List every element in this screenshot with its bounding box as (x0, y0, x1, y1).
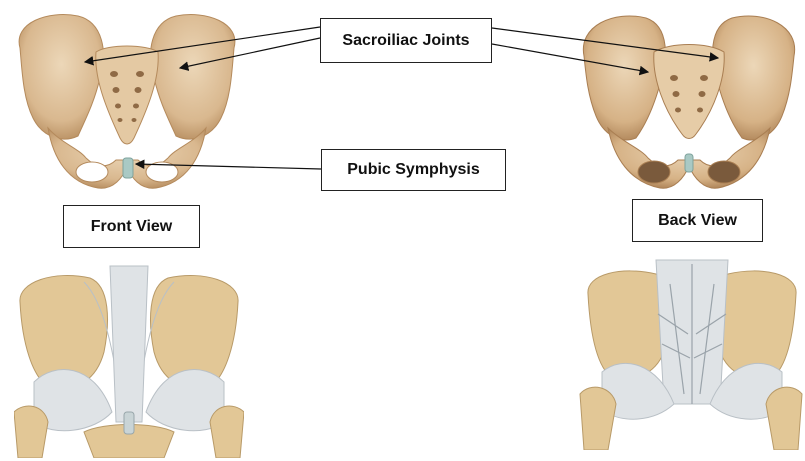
left-femur (580, 387, 616, 450)
sacroiliac-joints-label: Sacroiliac Joints (320, 18, 492, 63)
front-view-label: Front View (63, 205, 200, 248)
right-obturator-foramen (708, 161, 740, 183)
back-ligaments-illustration (578, 254, 804, 450)
pubic-symphysis-cartilage (124, 412, 134, 434)
spine-ligaments (110, 266, 148, 422)
right-ilium (713, 16, 795, 140)
back-pelvis-illustration (574, 6, 804, 198)
left-ilium (583, 16, 665, 140)
right-femur (210, 406, 244, 458)
left-obturator-foramen (76, 162, 108, 182)
left-femur (14, 406, 48, 458)
sacrum (96, 46, 158, 144)
right-ilium (150, 15, 234, 139)
pubic-symphysis-cartilage (123, 158, 133, 178)
right-obturator-foramen (146, 162, 178, 182)
front-pelvis-illustration (8, 8, 246, 200)
pubic-symphysis-label: Pubic Symphysis (321, 149, 506, 191)
left-ilium (19, 15, 103, 139)
front-ligaments-illustration (14, 262, 244, 458)
pubic-symphysis-cartilage (685, 154, 693, 172)
sacrum (654, 45, 724, 139)
right-femur (766, 387, 802, 450)
back-view-label: Back View (632, 199, 763, 242)
left-obturator-foramen (638, 161, 670, 183)
